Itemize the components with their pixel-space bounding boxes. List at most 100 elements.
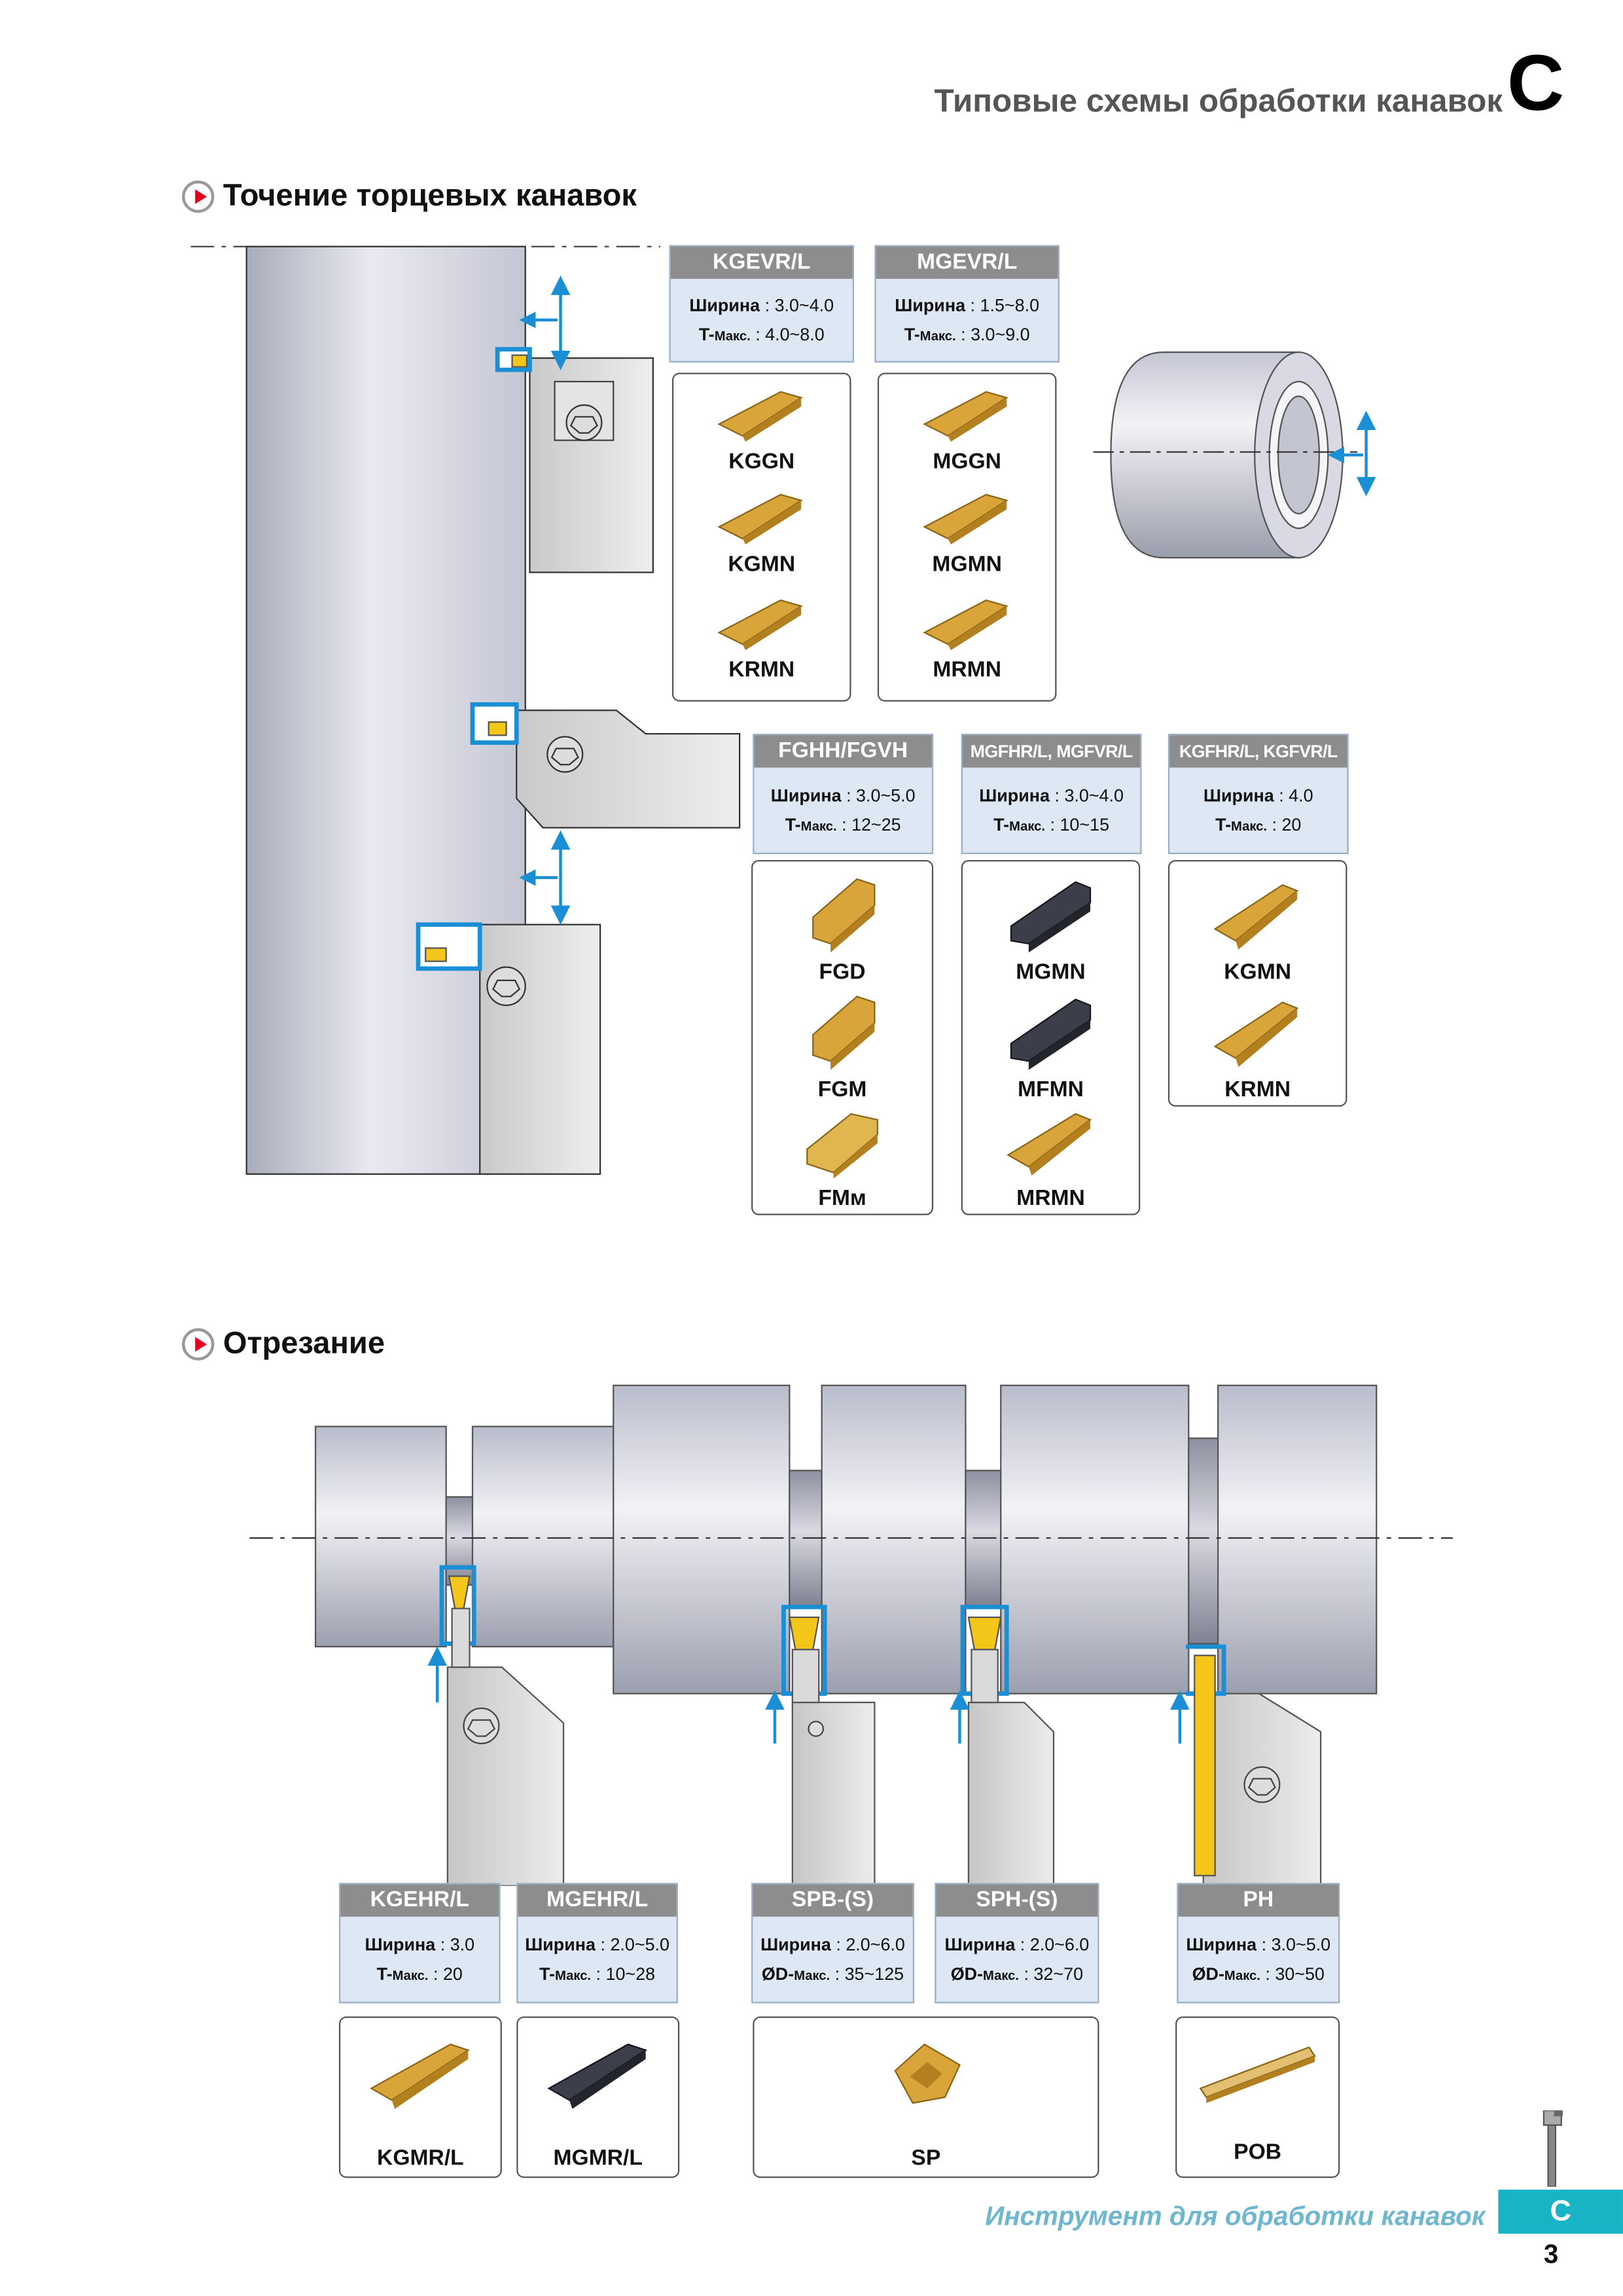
insert-box-mgfhr: MGMN MFMN MRMN <box>961 859 1141 1215</box>
parting-tool-ph <box>1185 1644 1322 1886</box>
parting-insert-icon <box>894 2043 961 2104</box>
spec-name: MGFHR/L, MGFVR/L <box>962 735 1141 768</box>
spec-name: SPH-(S) <box>936 1884 1098 1917</box>
grooving-insert-icon <box>1213 1001 1299 1067</box>
dark-insert-icon <box>546 2043 647 2109</box>
spec-box-mgfhr: MGFHR/L, MGFVR/L Ширина : 3.0~4.0 T-Макс… <box>961 734 1142 855</box>
feed-arrows <box>519 276 571 925</box>
insert-mrmn: MRMN <box>879 594 1055 683</box>
insert-label: SP <box>911 2145 941 2171</box>
insert-label: MGMN <box>1016 960 1086 985</box>
insert-label: MRMN <box>933 657 1001 683</box>
spec-tmax: T-Макс. : 4.0~8.0 <box>698 324 825 345</box>
insert-label: KGMN <box>1224 960 1292 985</box>
insert-mfmn: MFMN <box>963 991 1139 1102</box>
insert-fgd: FGD <box>753 873 932 985</box>
dark-insert-icon <box>1010 881 1092 953</box>
spec-tmax: T-Макс. : 12~25 <box>785 814 901 835</box>
insert-label: KGGN <box>728 449 795 475</box>
spec-box-kgehr: KGEHR/L Ширина : 3.0 T-Макс. : 20 <box>338 1882 501 2003</box>
section-title-text: Отрезание <box>223 1327 385 1361</box>
shaft-segment <box>1000 1384 1190 1695</box>
spec-tmax: T-Макс. : 10~15 <box>993 814 1110 835</box>
parting-diagram <box>249 1384 1453 1886</box>
shaft-segment <box>1217 1384 1378 1695</box>
grooving-insert-icon <box>923 391 1008 442</box>
parting-insert-icon <box>368 2043 469 2109</box>
insert-label: KRMN <box>728 657 795 683</box>
shaft-segment <box>471 1426 615 1647</box>
spec-width: Ширина : 2.0~6.0 <box>944 1934 1090 1955</box>
parting-tool-kgehr <box>439 1565 565 1886</box>
insert-box-kgfhr: KGMN KRMN <box>1168 859 1347 1107</box>
insert-label: POB <box>1234 2140 1282 2165</box>
grooving-insert-icon <box>1213 884 1299 950</box>
shaft-neck <box>445 1496 474 1586</box>
page-header-title: Типовые схемы обработки канавок <box>934 82 1503 119</box>
spec-width: Ширина : 4.0 <box>1203 785 1313 806</box>
insert-krmn-face: KRMN <box>1169 991 1346 1102</box>
grooving-insert-icon <box>923 493 1008 545</box>
insert-box-kgmr: KGMR/L <box>338 2016 502 2178</box>
dark-insert-icon <box>1010 998 1092 1070</box>
grooving-insert-icon <box>717 391 803 442</box>
insert-krmn: KRMN <box>673 594 849 683</box>
insert-label: KGMR/L <box>377 2145 464 2171</box>
insert-label: KRMN <box>1224 1077 1291 1102</box>
spec-tmax: T-Макс. : 20 <box>376 1964 463 1984</box>
insert-label: MRMN <box>1016 1185 1085 1211</box>
spec-tmax: T-Макс. : 10~28 <box>539 1964 656 1984</box>
section-title-parting: Отрезание <box>182 1327 385 1362</box>
insert-mggn: MGGN <box>879 386 1055 475</box>
face-tool-top <box>495 347 654 573</box>
insert-box-kgevr: KGGN KGMN KRMN <box>671 372 851 702</box>
insert-fmm: FMм <box>753 1105 932 1211</box>
play-bullet-icon <box>182 1328 215 1361</box>
insert-kgmn-face: KGMN <box>1169 873 1346 985</box>
insert-label: MGMR/L <box>553 2145 643 2171</box>
spec-box-sph: SPH-(S) Ширина : 2.0~6.0 ØD-Макс. : 32~7… <box>935 1882 1099 2003</box>
insert-label: MGMN <box>932 552 1002 577</box>
insert-label: FGM <box>817 1077 867 1102</box>
insert-kgmr: KGMR/L <box>340 2033 500 2171</box>
spec-tmax: T-Макс. : 3.0~9.0 <box>904 324 1030 345</box>
insert-box-sp: SP <box>753 2016 1099 2178</box>
insert-box-fghh: FGD FGM FMм <box>751 859 934 1215</box>
spec-tmax: T-Макс. : 20 <box>1215 814 1302 835</box>
spec-box-mgevr: MGEVR/L Ширина : 1.5~8.0 T-Макс. : 3.0~9… <box>874 245 1060 363</box>
spec-name: SPB-(S) <box>753 1884 913 1917</box>
shaft-segment <box>613 1384 791 1695</box>
insert-pob: POB <box>1177 2039 1338 2165</box>
spec-name: FGHH/FGVH <box>754 735 932 768</box>
insert-label: FGD <box>819 960 866 985</box>
spec-box-ph: PH Ширина : 3.0~5.0 ØD-Макс. : 30~50 <box>1177 1882 1340 2003</box>
insert-kggn: KGGN <box>673 386 849 475</box>
footer-section-badge: C <box>1498 2189 1623 2234</box>
insert-label: MFMN <box>1018 1077 1084 1102</box>
insert-sp: SP <box>755 2033 1098 2171</box>
section-title-face-grooving: Точение торцевых канавок <box>182 179 637 215</box>
face-tool-bottom <box>416 922 601 1175</box>
spec-width: Ширина : 3.0~5.0 <box>770 785 916 806</box>
spec-width: Ширина : 3.0 <box>365 1934 475 1955</box>
spec-name: KGEHR/L <box>340 1884 499 1917</box>
insert-label: MGGN <box>933 449 1001 475</box>
grooving-insert-icon <box>717 493 803 545</box>
insert-label: KGMN <box>728 552 796 577</box>
insert-box-mgevr: MGGN MGMN MRMN <box>877 372 1057 702</box>
spec-width: Ширина : 3.0~5.0 <box>1186 1934 1331 1955</box>
insert-fgm: FGM <box>753 991 932 1102</box>
parting-tool-spb <box>781 1604 876 1886</box>
insert-mgmn: MGMN <box>879 489 1055 577</box>
tool-thumbnail-icon <box>1543 2110 1563 2187</box>
spec-box-mgehr: MGEHR/L Ширина : 2.0~5.0 T-Макс. : 10~28 <box>516 1882 678 2003</box>
insert-box-pob: POB <box>1175 2016 1340 2178</box>
blade-insert-icon <box>1199 2046 1316 2104</box>
spec-name: KGEVR/L <box>670 246 853 279</box>
spec-width: Ширина : 2.0~6.0 <box>760 1934 905 1955</box>
spec-box-kgevr: KGEVR/L Ширина : 3.0~4.0 T-Макс. : 4.0~8… <box>669 245 855 363</box>
spec-width: Ширина : 3.0~4.0 <box>979 785 1124 806</box>
face-grooving-diagram <box>190 245 741 1175</box>
face-insert-icon <box>806 1113 879 1179</box>
cylinder-workpiece <box>1093 351 1376 559</box>
